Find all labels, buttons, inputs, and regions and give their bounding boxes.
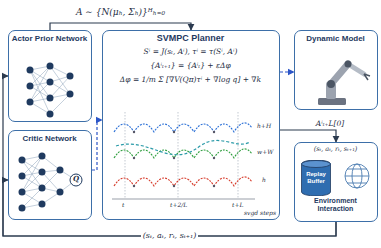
axis-label: h+H [257, 123, 271, 130]
model-box: Dynamic Model [294, 30, 378, 110]
critic-net-nodes [19, 153, 64, 212]
axis-label: w+W [257, 149, 273, 156]
robot-arm-icon [318, 61, 370, 106]
edge-label: (sₜ, aₜ, rₜ, sₜ₊₁) [141, 232, 199, 241]
svgd-flow-curve [116, 140, 250, 154]
node-text: Environment Interaction [297, 197, 374, 213]
environment-box: (sₜ, aₜ, rₜ, sₜ₊₁) Environment Interactio… [294, 142, 378, 222]
axis-label: h [262, 177, 266, 184]
connector [3, 180, 336, 236]
node-title: Critic Network [11, 134, 88, 143]
svgd-grid [112, 112, 255, 199]
node-title: SVMPC Planner [105, 33, 276, 43]
node-title: (sₜ, aₜ, rₜ, sₜ₊₁) [297, 146, 374, 153]
network-box: Actor Prior Network [8, 30, 92, 122]
node-title: Replay Buffer [301, 171, 331, 185]
trajectory-blue [114, 123, 252, 132]
connector [92, 120, 102, 170]
q-symbol: Q [73, 175, 79, 183]
trajectory-dots [133, 131, 215, 187]
connector [3, 76, 336, 236]
q-output-circle [70, 174, 82, 186]
axis-label: svgd steps [244, 210, 276, 217]
edge-label: Aⁱₜ₊L[0] [314, 120, 346, 128]
connector [50, 23, 191, 30]
actor-net-nodes [27, 63, 74, 118]
network-box: Critic Network [8, 130, 92, 220]
environment-icon [345, 164, 369, 188]
connector [280, 130, 336, 142]
axis-label: t [122, 202, 124, 209]
buffer-cylinder: Replay Buffer [301, 160, 331, 196]
node-text: {Aⁱₜ₊₁} = {Aⁱₜ} + εΔφ [105, 62, 276, 71]
node-text: Sⁱ = J(sₜ, Aⁱ), τⁱ = τ(Sⁱ, Aⁱ) [105, 48, 276, 57]
trajectory-green [114, 149, 252, 158]
trajectory-red [114, 177, 252, 186]
axis-label: t+L [232, 202, 243, 209]
critic-net-icon [22, 156, 76, 208]
node-text: Δφ = 1/m Σ [∇V(Qπ)τⁱ + ∇log q] + ∇k [105, 76, 276, 85]
connector [280, 71, 294, 72]
axis-label: t+2/L [170, 202, 187, 209]
planner-box: SVMPC Planner Sⁱ = J(sₜ, Aⁱ), τⁱ = τ(Sⁱ, … [102, 30, 280, 220]
actor-net-icon [30, 66, 70, 114]
node-title: Dynamic Model [297, 34, 374, 43]
edge-label: A ∼ {N(μₕ, Σₕ)}ᴴₕ₌₀ [74, 8, 167, 18]
node-title: Actor Prior Network [11, 34, 88, 43]
